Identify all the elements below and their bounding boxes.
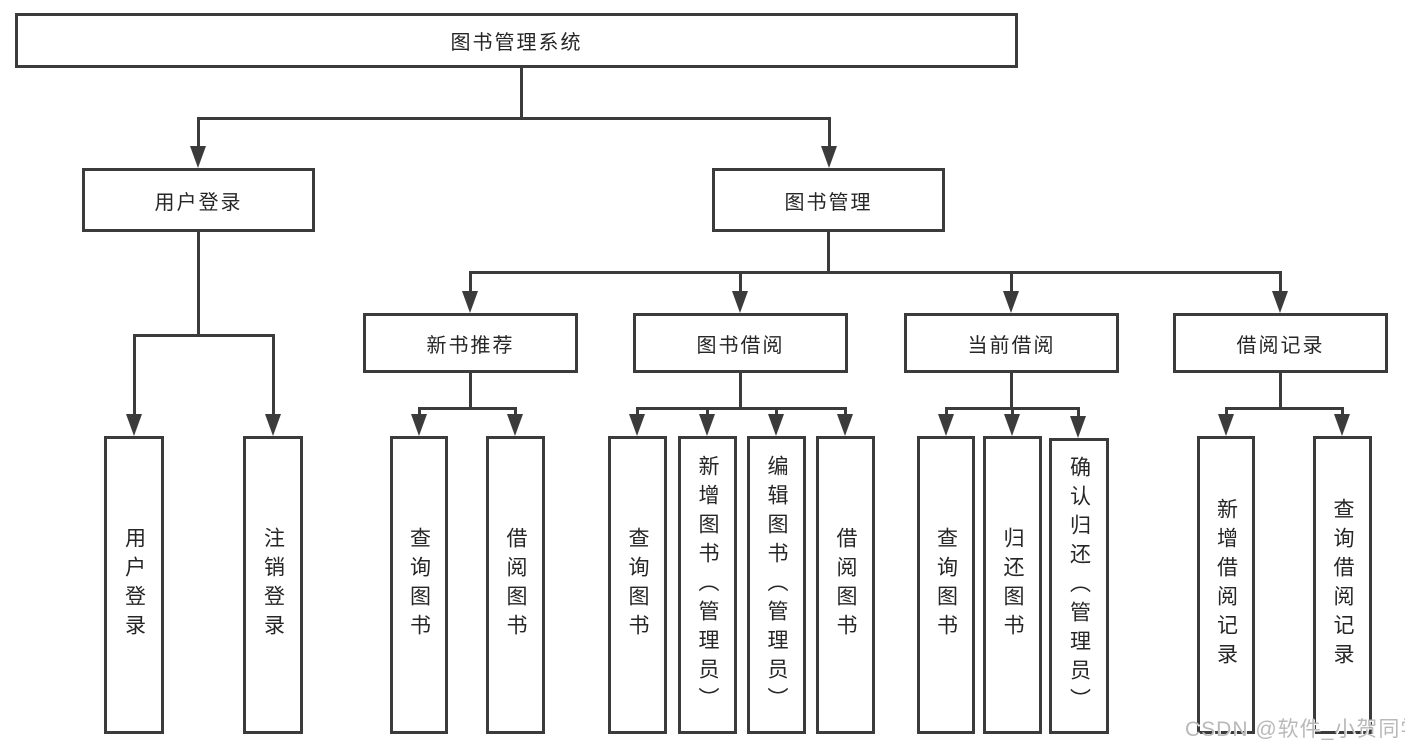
arrow-down-icon: [126, 414, 142, 436]
connector-line: [133, 334, 136, 418]
csdn-watermark: CSDN @软件_小贺同学: [1185, 718, 1405, 741]
connector-line: [520, 68, 523, 119]
connector-line: [636, 407, 639, 419]
arrow-down-icon: [411, 414, 427, 436]
leaf-query-borrow-record: 查询借阅记录: [1313, 436, 1372, 734]
connector-line: [706, 407, 709, 419]
arrow-down-icon: [699, 414, 715, 436]
connector-line: [1011, 407, 1014, 419]
arrow-down-icon: [837, 414, 853, 436]
leaf-return-books: 归还图书: [983, 436, 1042, 734]
node-borrow-records: 借阅记录: [1173, 313, 1388, 373]
node-book-borrow: 图书借阅: [633, 313, 848, 373]
node-root-system: 图书管理系统: [15, 13, 1018, 68]
leaf-borrow-books: 借阅图书: [816, 436, 875, 734]
arrow-down-icon: [768, 414, 784, 436]
connector-line: [1010, 373, 1013, 409]
node-book-management: 图书管理: [712, 168, 945, 232]
arrow-down-icon: [1334, 414, 1350, 436]
leaf-borrow-query-books: 查询图书: [608, 436, 667, 734]
leaf-logout: 注销登录: [243, 436, 303, 734]
connector-line: [827, 232, 830, 274]
connector-line: [1225, 407, 1228, 419]
leaf-add-book-admin: 新增图书（管理员）: [678, 436, 737, 734]
leaf-confirm-return-admin: 确认归还（管理员）: [1049, 438, 1109, 734]
arrow-down-icon: [1272, 291, 1288, 313]
arrow-down-icon: [507, 414, 523, 436]
arrow-down-icon: [821, 146, 837, 168]
connector-line: [469, 271, 472, 295]
connector-line: [133, 334, 275, 337]
connector-line: [1279, 373, 1282, 409]
connector-line: [418, 407, 421, 419]
arrow-down-icon: [462, 291, 478, 313]
leaf-edit-book-admin: 编辑图书（管理员）: [747, 436, 806, 734]
arrow-down-icon: [629, 414, 645, 436]
arrow-down-icon: [190, 146, 206, 168]
connector-line: [1077, 407, 1080, 419]
connector-line: [739, 271, 742, 295]
connector-line: [775, 407, 778, 419]
leaf-current-query-books: 查询图书: [917, 436, 975, 734]
leaf-recommend-query-books: 查询图书: [390, 436, 448, 734]
connector-line: [1225, 407, 1344, 410]
connector-line: [469, 271, 1282, 274]
connector-line: [1279, 271, 1282, 295]
connector-line: [828, 117, 831, 149]
leaf-add-borrow-record: 新增借阅记录: [1197, 436, 1255, 734]
connector-line: [197, 232, 200, 336]
connector-line: [636, 407, 847, 410]
arrow-down-icon: [1004, 414, 1020, 436]
connector-line: [945, 407, 948, 419]
arrow-down-icon: [1070, 416, 1086, 438]
node-new-book-recommend: 新书推荐: [363, 313, 578, 373]
leaf-recommend-borrow-books: 借阅图书: [486, 436, 545, 734]
connector-line: [1341, 407, 1344, 419]
connector-line: [197, 117, 200, 149]
connector-line: [469, 373, 472, 409]
arrow-down-icon: [265, 414, 281, 436]
arrow-down-icon: [938, 414, 954, 436]
arrow-down-icon: [1218, 414, 1234, 436]
connector-line: [1010, 271, 1013, 295]
node-current-borrow: 当前借阅: [904, 313, 1119, 373]
arrow-down-icon: [732, 291, 748, 313]
connector-line: [739, 373, 742, 409]
connector-line: [514, 407, 517, 419]
leaf-user-login: 用户登录: [104, 436, 164, 734]
arrow-down-icon: [1003, 291, 1019, 313]
connector-line: [272, 334, 275, 418]
node-user-login: 用户登录: [82, 168, 315, 232]
connector-line: [197, 117, 831, 120]
connector-line: [844, 407, 847, 419]
connector-line: [418, 407, 517, 410]
